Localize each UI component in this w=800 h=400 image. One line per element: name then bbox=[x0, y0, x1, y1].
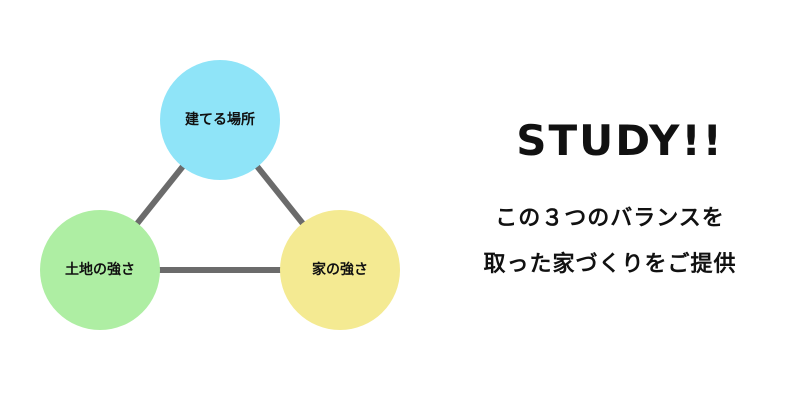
node-land: 土地の強さ bbox=[40, 210, 160, 330]
balance-triangle-diagram: 建てる場所 土地の強さ 家の強さ bbox=[40, 60, 400, 330]
tagline-line-2: 取った家づくりをご提供 bbox=[483, 252, 737, 277]
study-title: STUDY!! bbox=[516, 116, 724, 165]
node-house-label: 家の強さ bbox=[312, 261, 368, 278]
node-location-label: 建てる場所 bbox=[185, 111, 255, 128]
tagline: この３つのバランスを 取った家づくりをご提供 bbox=[440, 196, 780, 288]
node-location: 建てる場所 bbox=[160, 60, 280, 180]
node-house: 家の強さ bbox=[280, 210, 400, 330]
node-land-label: 土地の強さ bbox=[65, 261, 135, 278]
tagline-line-1: この３つのバランスを bbox=[495, 206, 725, 231]
